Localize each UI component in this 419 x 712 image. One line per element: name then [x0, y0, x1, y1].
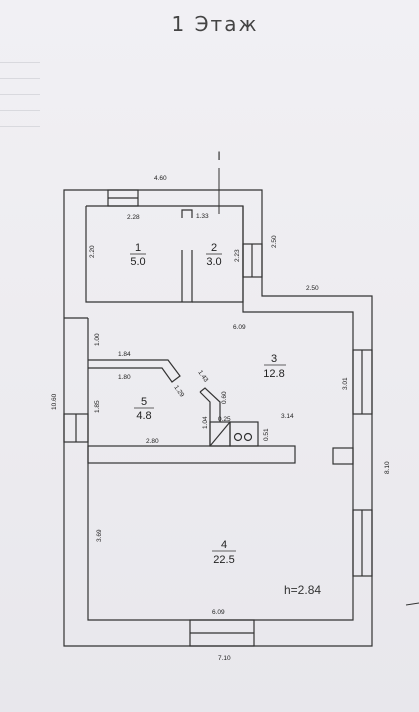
- room-1-number: 1: [135, 242, 141, 254]
- room-1-area: 5.0: [130, 256, 145, 268]
- dim-stove-a: 0.60: [221, 391, 228, 404]
- ceiling-height: h=2.84: [284, 583, 321, 597]
- dividing-wall: [87, 445, 296, 464]
- dim-room2-height: 2.23: [234, 249, 241, 262]
- dim-room2-width: 1.33: [196, 213, 209, 220]
- dim-right-overall: 8.10: [384, 461, 391, 474]
- dim-partition-inner: 1.80: [118, 374, 131, 381]
- room1-wall: [85, 206, 193, 303]
- section-mark: I: [217, 149, 220, 163]
- room-2-number: 2: [211, 242, 217, 254]
- room-2-area: 3.0: [206, 256, 221, 268]
- room-3-area: 12.8: [263, 368, 284, 380]
- dim-step-height: 2.50: [271, 235, 278, 248]
- dim-partition-top: 1.84: [118, 351, 131, 358]
- dim-stove-d: 0.51: [263, 428, 270, 441]
- dim-room3-top: 6.09: [233, 324, 246, 331]
- room-5-area: 4.8: [136, 410, 151, 422]
- dim-step-width: 2.50: [306, 285, 319, 292]
- dim-room5-upper: 1.00: [94, 333, 101, 346]
- dim-room4-height: 3.69: [96, 529, 103, 542]
- ruled-line: [0, 78, 40, 79]
- stove-burner: [229, 421, 259, 447]
- edge-mark: [405, 602, 419, 606]
- dim-room4-width: 6.09: [212, 609, 225, 616]
- dim-room1-height: 2.20: [89, 245, 96, 258]
- ruled-line: [0, 126, 40, 127]
- burner-ring: [243, 432, 253, 442]
- room2-door-jamb: [181, 209, 193, 218]
- ruled-line: [0, 62, 40, 63]
- stove-wall: [199, 387, 221, 422]
- dim-room5-height: 1.85: [94, 400, 101, 413]
- door-opening: [332, 447, 354, 465]
- dim-stove-c: 1.04: [202, 416, 209, 429]
- room-3-number: 3: [271, 353, 277, 365]
- ruled-line: [0, 94, 40, 95]
- floor-title: 1 Этаж: [171, 12, 259, 36]
- dim-bottom-overall: 7.10: [218, 655, 231, 662]
- dim-diag-b: 1.29: [172, 384, 185, 399]
- dim-left-overall: 10.60: [51, 393, 58, 410]
- dim-diag-a: 1.43: [196, 369, 209, 384]
- room-4-number: 4: [221, 539, 227, 551]
- dim-room3-width-right: 3.14: [281, 413, 294, 420]
- room2-wall: [192, 206, 244, 303]
- dim-room1-width: 2.28: [127, 214, 140, 221]
- burner-ring: [233, 432, 243, 442]
- dim-room3-right: 3.01: [342, 377, 349, 390]
- dim-room5-width: 2.80: [146, 438, 159, 445]
- partition-wall: [88, 359, 181, 383]
- stove-diagonal: [209, 421, 231, 447]
- room-5-number: 5: [141, 396, 147, 408]
- ruled-line: [0, 110, 40, 111]
- room-4-area: 22.5: [213, 554, 234, 566]
- outer-wall-line: [63, 189, 373, 647]
- dim-top-overall: 4.60: [154, 175, 167, 182]
- dim-stove-b: 0.25: [218, 416, 231, 423]
